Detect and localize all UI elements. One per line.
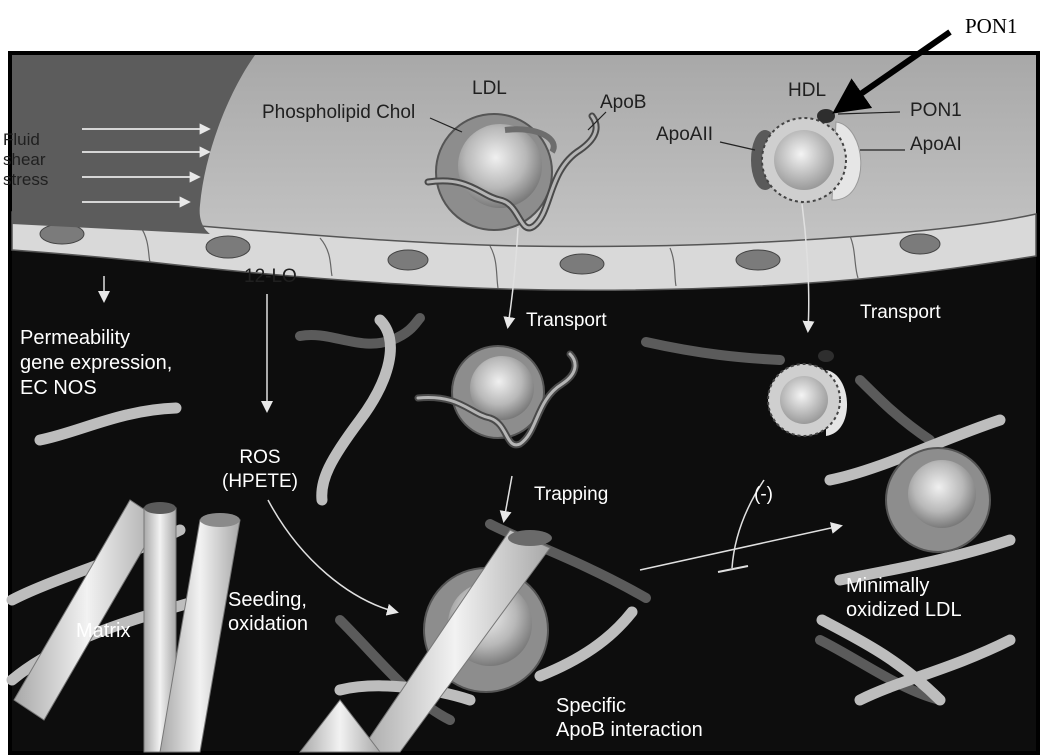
trapping-label: Trapping <box>534 484 608 506</box>
seeding-oxidation-label: Seeding, oxidation <box>228 588 308 636</box>
specific-apob-interaction-label: Specific ApoB interaction <box>556 694 703 742</box>
transport-right-label: Transport <box>860 302 941 324</box>
apob-label: ApoB <box>600 92 646 114</box>
lo12-label: 12-LO <box>244 266 297 288</box>
matrix-label: Matrix <box>76 620 130 642</box>
apoaii-label: ApoAII <box>656 124 713 146</box>
apoai-label: ApoAI <box>910 134 962 156</box>
hdl-label: HDL <box>788 80 826 102</box>
transport-left-label: Transport <box>526 310 607 332</box>
inhibit-label: (-) <box>754 484 773 506</box>
phospholipid-chol-label: Phospholipid Chol <box>262 102 415 124</box>
ros-label: ROS (HPETE) <box>222 446 298 494</box>
pon1-label: PON1 <box>910 100 962 122</box>
permeability-label: Permeability gene expression, EC NOS <box>20 326 172 401</box>
pon1-external-label: PON1 <box>965 14 1018 39</box>
fluid-shear-stress-label: Fluid shear stress <box>3 130 48 190</box>
ldl-label: LDL <box>472 78 507 100</box>
minimally-oxidized-ldl-label: Minimally oxidized LDL <box>846 574 962 622</box>
ldl-minimally-oxidized <box>886 448 990 552</box>
